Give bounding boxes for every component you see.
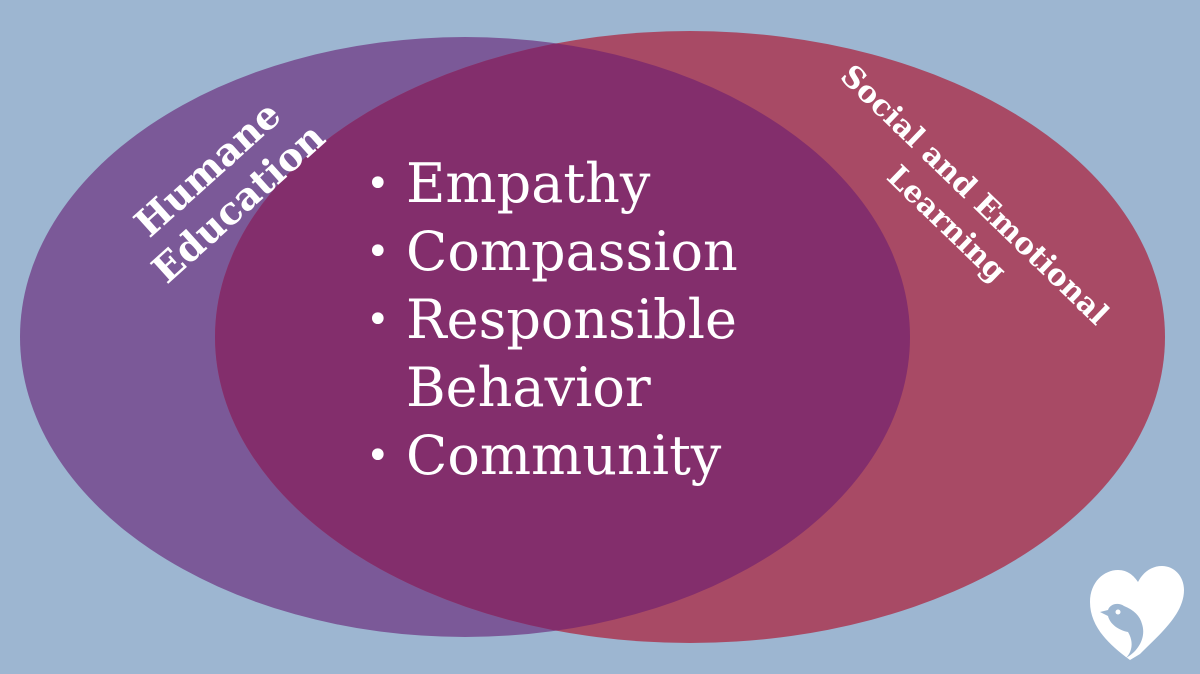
overlap-item-compassion: Compassion: [362, 218, 832, 286]
heart-bird-logo-icon: [1090, 566, 1184, 660]
overlap-item-community: Community: [362, 422, 832, 490]
overlap-bullet-list: Empathy Compassion Responsible Behavior …: [362, 150, 832, 490]
overlap-item-responsible-behavior: Responsible Behavior: [362, 286, 832, 422]
overlap-item-empathy: Empathy: [362, 150, 832, 218]
